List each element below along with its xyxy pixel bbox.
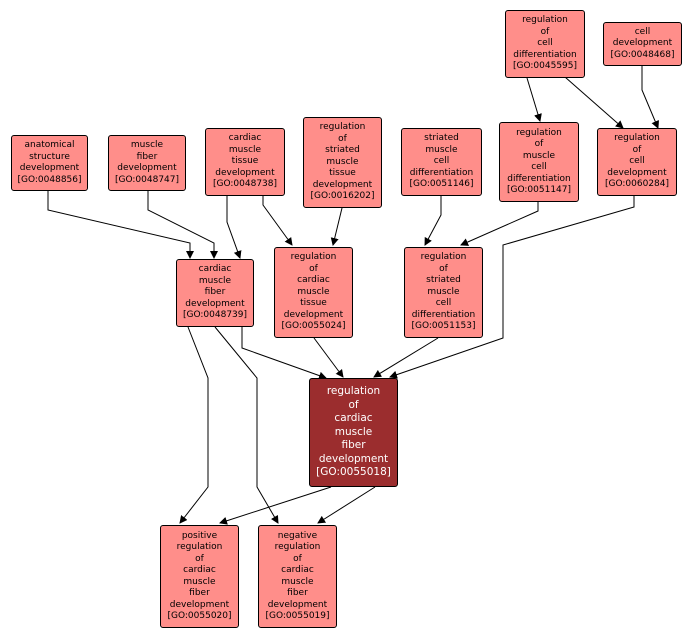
node-positive-regulation-cardiac-muscle-fiber-development[interactable]: positive regulation of cardiac muscle fi…: [160, 525, 239, 628]
node-regulation-striated-muscle-cell-differentiation[interactable]: regulation of striated muscle cell diffe…: [404, 247, 483, 338]
edge-cardiac-fiber-to-neg-reg: [214, 326, 279, 524]
node-anatomical-structure-development[interactable]: anatomical structure development [GO:004…: [11, 135, 88, 191]
edge-muscle-fiber-to-cardiac-fiber: [147, 191, 218, 259]
node-cardiac-muscle-tissue-development[interactable]: cardiac muscle tissue development [GO:00…: [205, 128, 285, 196]
edge-reg-striated-tissue-to-reg-cardiac-tissue: [330, 207, 343, 246]
node-regulation-cardiac-muscle-fiber-development[interactable]: regulation of cardiac muscle fiber devel…: [309, 378, 398, 487]
edge-reg-cell-dev-to-focus: [389, 196, 635, 379]
node-regulation-cardiac-muscle-tissue-development[interactable]: regulation of cardiac muscle tissue deve…: [274, 247, 353, 338]
edge-cardiac-tissue-to-reg-cardiac-tissue: [262, 196, 293, 246]
edge-cardiac-fiber-to-pos-reg: [179, 326, 209, 524]
edge-focus-to-pos-reg: [219, 486, 332, 525]
edge-reg-muscle-cell-diff-to-reg-striated-diff: [460, 202, 539, 246]
edge-reg-cardiac-tissue-to-focus: [313, 337, 344, 378]
edge-cardiac-tissue-to-cardiac-fiber: [226, 196, 242, 259]
node-regulation-striated-muscle-tissue-development[interactable]: regulation of striated muscle tissue dev…: [303, 117, 382, 208]
node-regulation-cell-differentiation[interactable]: regulation of cell differentiation [GO:0…: [505, 10, 585, 78]
node-regulation-cell-development[interactable]: regulation of cell development [GO:00602…: [597, 128, 677, 196]
edge-reg-cell-diff-to-reg-muscle-cell-diff: [526, 77, 542, 122]
node-negative-regulation-cardiac-muscle-fiber-development[interactable]: negative regulation of cardiac muscle fi…: [258, 525, 337, 628]
edge-focus-to-neg-reg: [317, 486, 376, 524]
node-regulation-muscle-cell-differentiation[interactable]: regulation of muscle cell differentiatio…: [499, 122, 579, 202]
edge-cell-dev-to-reg-cell-dev: [641, 66, 659, 129]
edge-reg-striated-diff-to-focus: [373, 337, 439, 378]
node-cardiac-muscle-fiber-development[interactable]: cardiac muscle fiber development [GO:004…: [176, 259, 254, 327]
node-cell-development[interactable]: cell development [GO:0048468]: [603, 22, 682, 66]
node-striated-muscle-cell-differentiation[interactable]: striated muscle cell differentiation [GO…: [401, 128, 482, 196]
node-muscle-fiber-development[interactable]: muscle fiber development [GO:0048747]: [108, 135, 186, 191]
edge-striated-diff-to-reg-striated-diff: [424, 196, 442, 246]
edge-anatomical-to-cardiac-fiber: [47, 191, 194, 259]
edge-reg-cell-diff-to-reg-cell-dev: [556, 69, 624, 129]
edge-cardiac-fiber-to-focus: [241, 327, 327, 380]
